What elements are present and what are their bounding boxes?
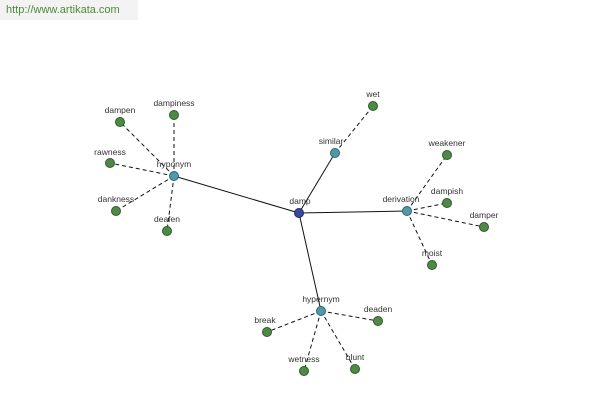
word-node-dampiness[interactable]: dampiness <box>153 98 195 120</box>
word-node-deafen-dot <box>162 226 172 236</box>
word-node-dampen[interactable]: dampen <box>105 105 136 127</box>
word-node-moist-label: moist <box>422 248 443 258</box>
relation-node-hypernym-dot <box>316 306 326 316</box>
word-node-break-label: break <box>254 315 276 325</box>
word-node-damper-dot <box>479 222 489 232</box>
word-node-blunt[interactable]: blunt <box>346 352 365 374</box>
edge-hyponym-deafen <box>166 175 175 232</box>
word-node-rawness[interactable]: rawness <box>94 147 126 168</box>
relation-node-hyponym[interactable]: hyponym <box>157 159 192 181</box>
word-node-dankness-label: dankness <box>98 194 134 204</box>
edge-derivation-weakener <box>406 154 448 212</box>
word-node-deafen[interactable]: deafen <box>154 214 180 236</box>
relation-node-hyponym-label: hyponym <box>157 159 192 169</box>
graph-nodes: dampen dampiness rawness dankness deafen wet w… <box>94 89 499 376</box>
word-node-moist[interactable]: moist <box>422 248 443 270</box>
edge-hyponym-rawness <box>109 162 175 177</box>
word-node-dampiness-dot <box>169 110 179 120</box>
edge-derivation-moist <box>406 210 433 266</box>
word-node-dampiness-label: dampiness <box>153 98 194 108</box>
edge-derivation-damper <box>406 210 485 228</box>
word-node-blunt-label: blunt <box>346 352 365 362</box>
relation-node-hyponym-dot <box>169 171 179 181</box>
word-node-rawness-dot <box>105 158 115 168</box>
word-node-dampish-label: dampish <box>431 186 463 196</box>
word-node-moist-dot <box>427 260 437 270</box>
edge-similar-wet <box>334 105 374 154</box>
edge-root-similar <box>298 152 336 214</box>
edge-root-hyponym <box>173 175 300 214</box>
relation-node-similar[interactable]: similar <box>319 136 344 158</box>
word-node-deaden[interactable]: deaden <box>364 304 393 326</box>
word-node-deafen-label: deafen <box>154 214 180 224</box>
root-node-label: damp <box>289 196 311 206</box>
relation-node-derivation-label: derivation <box>383 194 420 204</box>
word-node-break-dot <box>262 327 272 337</box>
edge-hypernym-blunt <box>320 310 356 370</box>
word-node-damper[interactable]: damper <box>470 210 499 232</box>
word-node-deaden-label: deaden <box>364 304 393 314</box>
relation-node-derivation-dot <box>402 206 412 216</box>
word-node-wet[interactable]: wet <box>365 89 380 111</box>
word-node-weakener-label: weakener <box>428 138 466 148</box>
word-node-dampen-label: dampen <box>105 105 136 115</box>
edge-derivation-dampish <box>406 202 448 212</box>
word-node-weakener[interactable]: weakener <box>428 138 466 160</box>
word-node-dampish[interactable]: dampish <box>431 186 463 208</box>
word-node-blunt-dot <box>350 364 360 374</box>
edge-hyponym-dankness <box>115 175 175 212</box>
source-url[interactable]: http://www.artikata.com <box>0 0 138 20</box>
word-node-dampish-dot <box>442 198 452 208</box>
word-node-damper-label: damper <box>470 210 499 220</box>
word-node-dampen-dot <box>115 117 125 127</box>
relation-node-hypernym-label: hypernym <box>302 294 339 304</box>
relation-node-hypernym[interactable]: hypernym <box>302 294 340 316</box>
word-node-dankness[interactable]: dankness <box>98 194 134 216</box>
edge-hypernym-wetness <box>303 310 322 372</box>
word-node-wetness[interactable]: wetness <box>287 354 320 376</box>
root-node-dot <box>294 208 304 218</box>
graph-edges <box>109 105 485 372</box>
edge-hyponym-dampen <box>119 121 175 177</box>
word-node-dankness-dot <box>111 206 121 216</box>
edge-root-hypernym <box>298 212 322 312</box>
word-node-deaden-dot <box>373 316 383 326</box>
word-node-wet-dot <box>368 101 378 111</box>
word-node-wetness-dot <box>299 366 309 376</box>
relation-node-similar-label: similar <box>319 136 344 146</box>
word-node-rawness-label: rawness <box>94 147 126 157</box>
edge-root-derivation <box>298 210 408 214</box>
relation-node-similar-dot <box>330 148 340 158</box>
edge-hypernym-break <box>266 310 322 333</box>
word-node-weakener-dot <box>442 150 452 160</box>
word-node-break[interactable]: break <box>254 315 276 337</box>
word-node-wetness-label: wetness <box>287 354 319 364</box>
word-node-wet-label: wet <box>365 89 380 99</box>
root-node[interactable]: damp <box>289 196 311 218</box>
edge-hypernym-deaden <box>320 310 379 322</box>
relation-node-derivation[interactable]: derivation <box>383 194 420 216</box>
